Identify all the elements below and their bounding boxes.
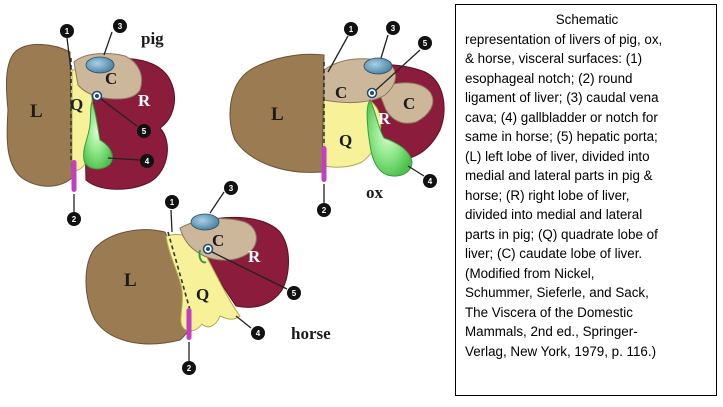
horse-marker-2	[182, 361, 196, 375]
horse-marker-5	[287, 286, 301, 300]
svg-text:1: 1	[349, 25, 354, 34]
pig-label-R: R	[138, 91, 151, 110]
horse-marker-1	[165, 195, 179, 209]
ox-label-C-right: C	[403, 94, 415, 113]
liver-diagram: L Q C R pig 1 3 5 4 2 L C	[5, 19, 445, 375]
ox-marker-1	[344, 22, 358, 36]
horse-label-Q: Q	[196, 285, 209, 304]
svg-text:4: 4	[256, 329, 261, 338]
svg-text:5: 5	[292, 289, 297, 298]
horse-round-ligament	[186, 308, 192, 340]
ox-gallbladder	[366, 99, 413, 177]
ox-marker-3	[386, 21, 400, 35]
pig-vena-cava	[85, 56, 115, 74]
pig-marker-4	[140, 154, 154, 168]
svg-text:5: 5	[142, 127, 147, 136]
horse-species-label: horse	[291, 324, 331, 343]
horse-liver: L C Q R horse 1 3 5 4 2	[85, 181, 331, 375]
ox-label-C-left: C	[335, 83, 347, 102]
horse-label-R: R	[248, 247, 261, 266]
svg-text:4: 4	[428, 177, 433, 186]
horse-vena-cava	[190, 213, 220, 231]
liver-diagram-svg: L Q C R pig 1 3 5 4 2 L C	[5, 19, 445, 375]
ox-marker-5	[418, 36, 432, 50]
horse-marker-3	[224, 181, 238, 195]
pig-label-Q: Q	[70, 95, 83, 114]
pig-round-ligament	[71, 160, 77, 192]
pig-marker-3	[113, 19, 127, 33]
ox-liver: L C Q R C ox 1 3 5 4 2	[229, 21, 445, 217]
pig-left-lobe	[5, 44, 73, 187]
ox-left-lobe	[229, 53, 325, 173]
ox-species-label: ox	[366, 183, 384, 202]
svg-text:1: 1	[170, 198, 175, 207]
pig-label-L: L	[30, 101, 43, 122]
ox-right-caudate	[377, 82, 434, 124]
pig-marker-1	[60, 24, 74, 38]
horse-label-L: L	[124, 270, 137, 291]
svg-text:2: 2	[187, 364, 192, 373]
svg-text:3: 3	[391, 24, 396, 33]
pig-gallbladder	[83, 100, 113, 170]
svg-text:3: 3	[229, 184, 234, 193]
ox-round-ligament	[321, 146, 327, 182]
ox-marker-4	[423, 174, 437, 188]
pig-marker-5	[137, 124, 151, 138]
svg-text:3: 3	[118, 22, 123, 31]
ox-label-Q: Q	[339, 131, 352, 150]
ox-vena-cava	[363, 57, 393, 75]
horse-porta-vessel	[198, 249, 207, 264]
svg-text:1: 1	[65, 27, 70, 36]
ox-label-L: L	[271, 104, 284, 125]
horse-label-C: C	[212, 231, 224, 250]
svg-text:2: 2	[322, 206, 327, 215]
svg-text:2: 2	[72, 215, 77, 224]
ox-marker-2	[317, 203, 331, 217]
pig-species-label: pig	[141, 29, 164, 48]
pig-liver: L Q C R pig 1 3 5 4 2	[5, 19, 175, 226]
ox-label-R: R	[378, 109, 391, 128]
svg-text:5: 5	[423, 39, 428, 48]
horse-marker-4	[251, 326, 265, 340]
pig-marker-2	[67, 212, 81, 226]
svg-text:4: 4	[145, 157, 150, 166]
pig-label-C: C	[105, 69, 117, 88]
